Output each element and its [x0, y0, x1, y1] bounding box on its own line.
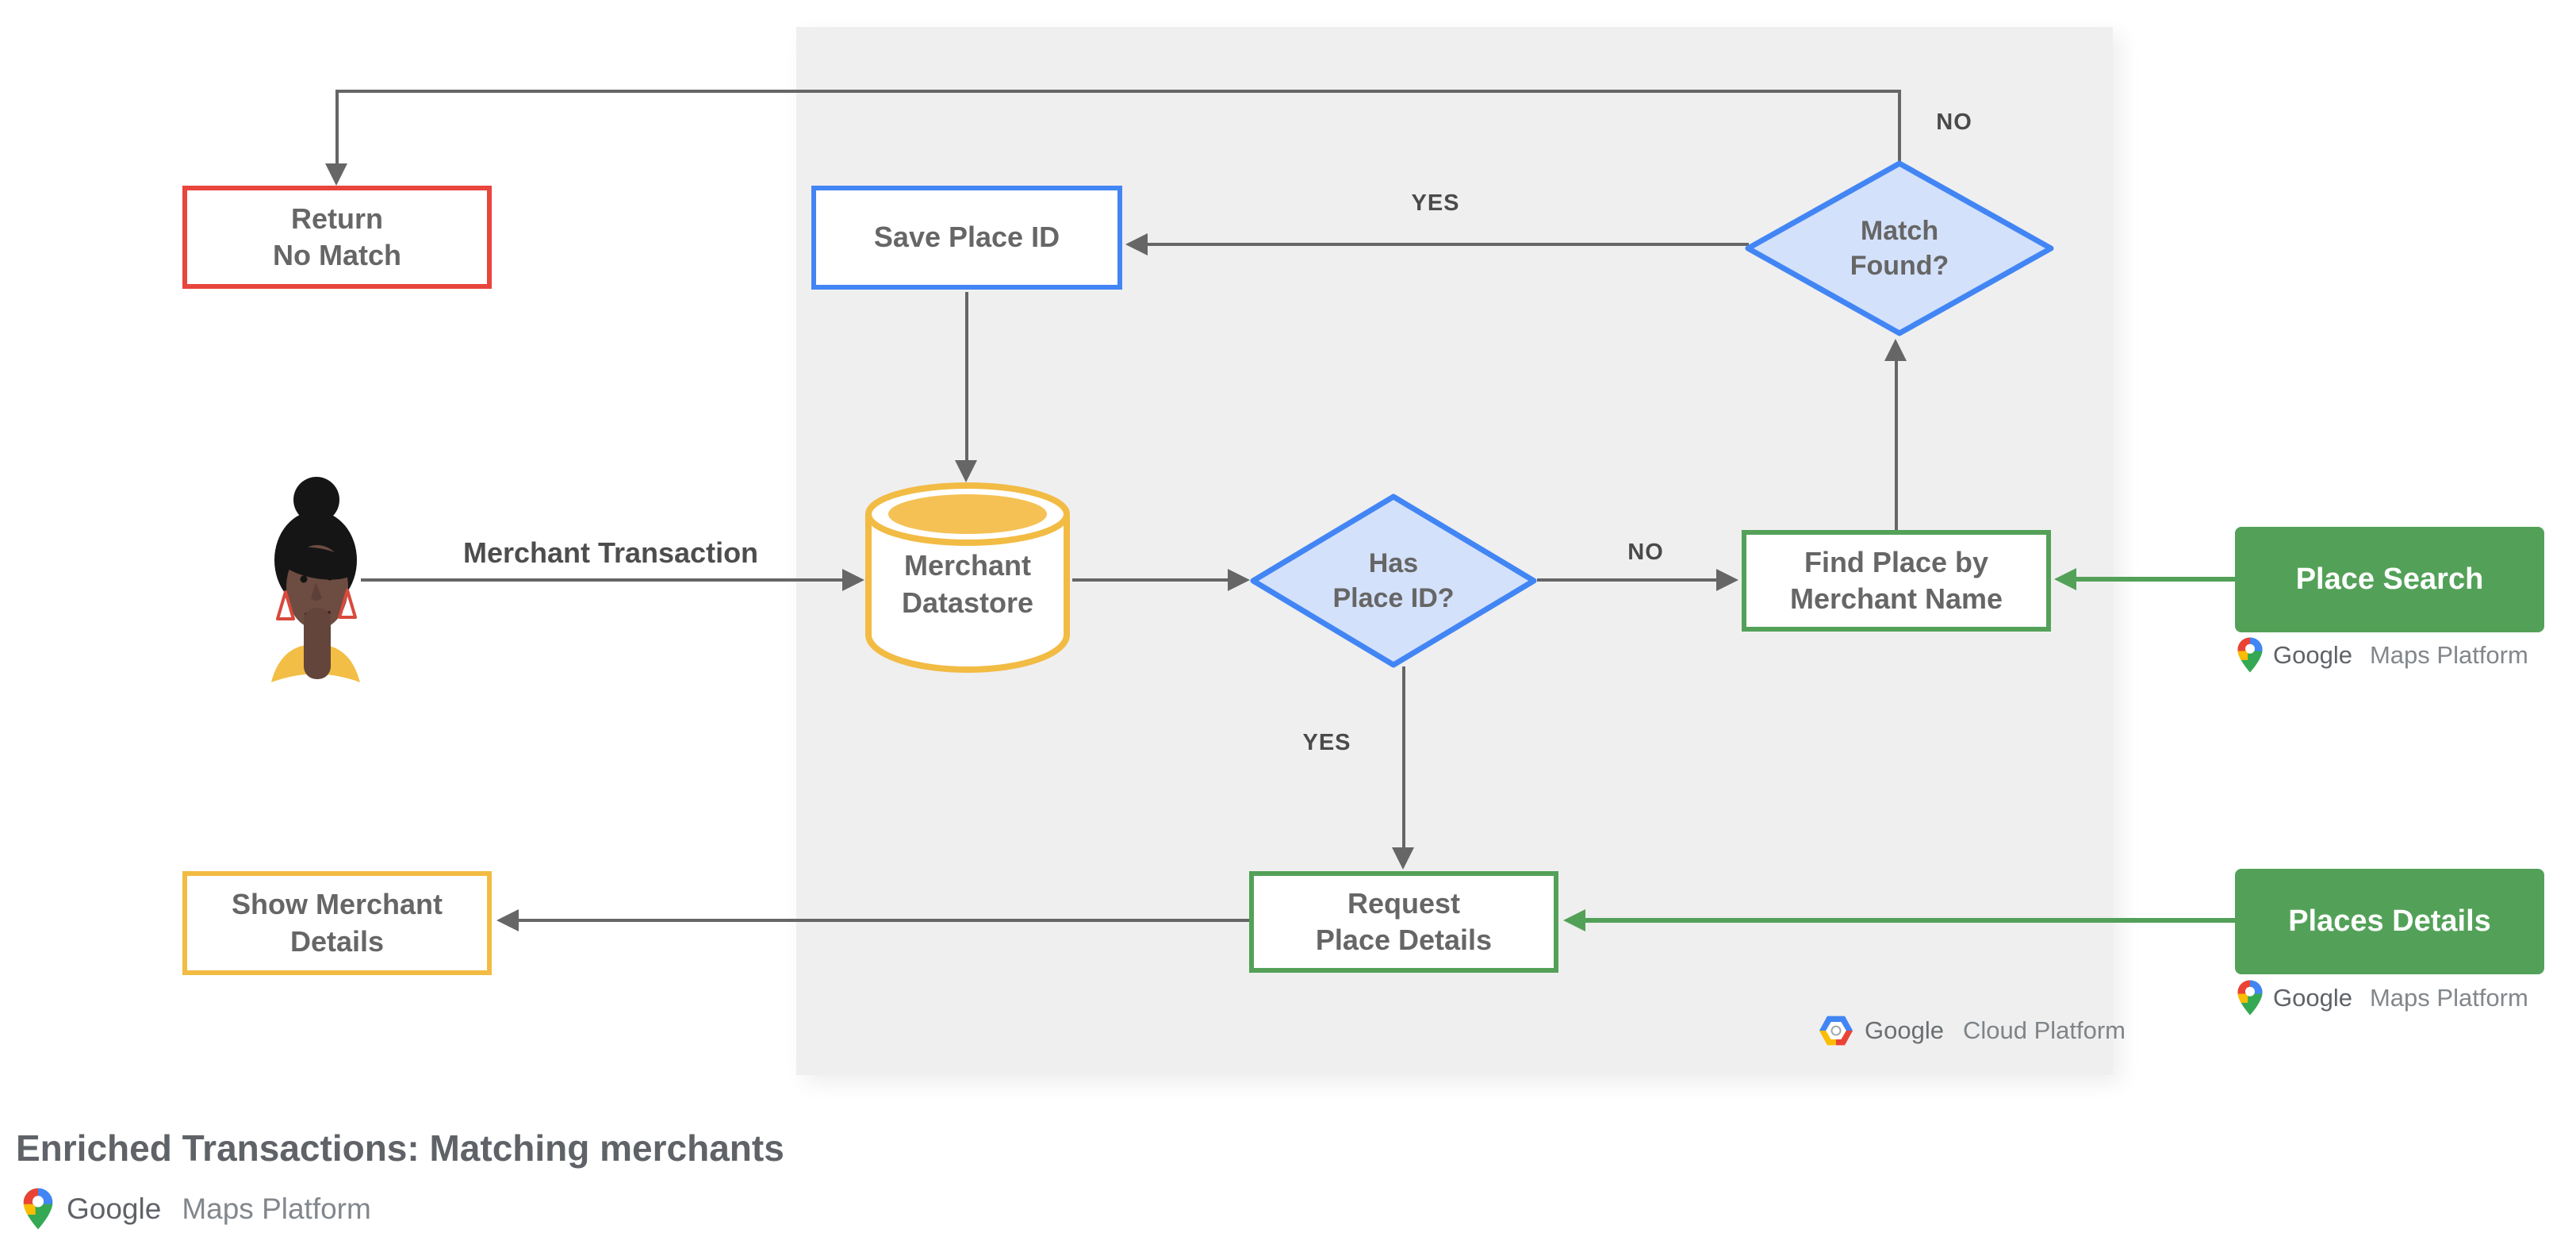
datastore-cylinder-merchant: Merchant Datastore [864, 481, 1071, 674]
edge-no-top-riser [1898, 90, 1901, 163]
edge-find-place-to-match-found [1895, 359, 1898, 530]
maps-pin-icon [2237, 980, 2263, 1016]
edge-request-to-show [517, 919, 1249, 922]
edge-to-return-vertical [335, 93, 339, 166]
api-box-places-details: Places Details [2235, 869, 2544, 974]
arrowhead-into-datastore-top [955, 460, 977, 482]
merchant-avatar [271, 477, 360, 682]
logo-brand-text: Google [67, 1192, 162, 1225]
logo-suffix-text: Maps Platform [2369, 640, 2528, 669]
flow-node-return-no-match: Return No Match [182, 186, 492, 289]
label-yes-save: YES [1411, 190, 1460, 216]
arrowhead-into-find-place [1716, 569, 1738, 591]
flow-node-request-place-details: Request Place Details [1249, 871, 1558, 973]
diamond-shape [1250, 494, 1537, 668]
edge-no-top-horizontal [335, 90, 1901, 93]
arrowhead-into-return [325, 163, 347, 186]
edge-places-details-api [1585, 918, 2235, 923]
arrowhead-into-request [1392, 847, 1414, 870]
edge-place-search-api [2076, 577, 2235, 582]
diagram-title: Enriched Transactions: Matching merchant… [16, 1127, 784, 1169]
logo-suffix-text: Cloud Platform [1962, 1016, 2126, 1044]
label-no-top: NO [1936, 109, 1972, 135]
diamond-shape [1745, 160, 2054, 336]
google-maps-platform-logo: Google Maps Platform [22, 1187, 371, 1231]
logo-brand-text: Google [2273, 983, 2352, 1012]
logo-suffix-text: Maps Platform [2369, 983, 2528, 1012]
edge-yes-to-save [1148, 243, 1749, 246]
label-yes-request: YES [1302, 730, 1351, 755]
arrowhead-into-datastore-left [842, 569, 864, 591]
decision-match-found: Match Found? [1745, 160, 2054, 336]
decision-has-place-id: Has Place ID? [1250, 494, 1537, 668]
logo-brand-text: Google [1865, 1016, 1944, 1044]
google-cloud-platform-logo: Google Cloud Platform [1819, 1015, 2126, 1047]
arrowhead-into-show-merchant [496, 909, 519, 931]
label-no-find: NO [1627, 540, 1664, 565]
edge-yes-to-request [1402, 666, 1405, 847]
datastore-label: Merchant Datastore [901, 549, 1034, 619]
google-maps-platform-logo: Google Maps Platform [2237, 979, 2528, 1016]
arrowhead-api-into-find-place [2054, 568, 2076, 590]
arrowhead-into-match-found [1884, 339, 1907, 361]
edge-save-to-datastore [965, 292, 968, 460]
decision-label: Match Found? [1850, 215, 1949, 281]
maps-pin-icon [23, 1188, 53, 1230]
edge-no-to-find-place [1537, 578, 1716, 582]
maps-pin-icon [2237, 637, 2263, 673]
logo-suffix-text: Maps Platform [182, 1192, 371, 1225]
arrowhead-into-save [1125, 233, 1148, 255]
flow-node-find-place-by-merchant-name: Find Place by Merchant Name [1742, 530, 2051, 632]
arrowhead-into-has-place-id [1228, 569, 1250, 591]
label-merchant-transaction: Merchant Transaction [462, 536, 759, 569]
flow-node-show-merchant-details: Show Merchant Details [182, 871, 492, 975]
api-box-place-search: Place Search [2235, 527, 2544, 632]
edge-merchant-transaction [361, 578, 842, 582]
google-maps-platform-logo: Google Maps Platform [2237, 636, 2528, 674]
arrowhead-api-into-request [1563, 909, 1585, 931]
cylinder-shape [865, 482, 1070, 673]
logo-brand-text: Google [2273, 640, 2352, 669]
cloud-hexagon-icon [1819, 1016, 1853, 1046]
edge-datastore-to-decision [1072, 578, 1228, 582]
flow-node-save-place-id: Save Place ID [811, 186, 1122, 290]
decision-label: Has Place ID? [1332, 547, 1455, 613]
